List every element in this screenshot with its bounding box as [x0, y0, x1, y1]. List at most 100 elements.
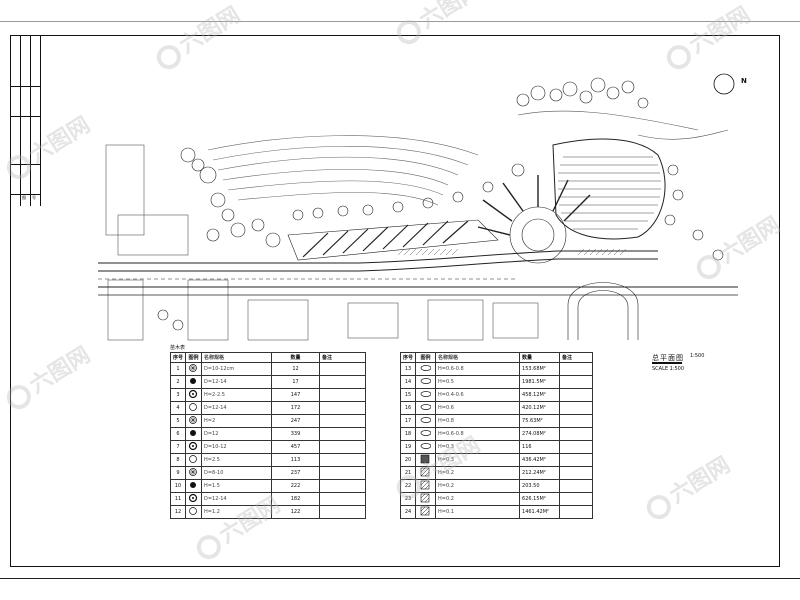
- tree-f-icon: [185, 427, 203, 442]
- remark-cell: [319, 505, 366, 520]
- spec-cell: D=12-14: [201, 401, 273, 416]
- remark-cell: [559, 453, 593, 468]
- quantity-cell: 212.24M²: [519, 466, 561, 481]
- remark-cell: [319, 427, 366, 442]
- row-number: 7: [169, 440, 187, 455]
- row-number: 4: [169, 401, 187, 416]
- tree-b-icon: [185, 375, 203, 390]
- spec-cell: H=2-2.5: [201, 388, 273, 403]
- header-cell: 备注: [559, 351, 593, 364]
- spec-cell: D=8-10: [201, 466, 273, 481]
- quantity-cell: 203.50: [519, 479, 561, 494]
- remark-cell: [319, 401, 366, 416]
- ground-e-icon: [415, 505, 437, 520]
- remark-cell: [319, 466, 366, 481]
- quantity-cell: 274.08M²: [519, 427, 561, 442]
- tree-j-icon: [185, 479, 203, 494]
- remark-cell: [559, 362, 593, 377]
- remark-cell: [559, 401, 593, 416]
- spec-cell: H=0.4-0.6: [435, 388, 521, 403]
- remark-cell: [319, 362, 366, 377]
- row-number: 13: [399, 362, 417, 377]
- tree-h-icon: [185, 453, 203, 468]
- tree-e-icon: [185, 414, 203, 429]
- quantity-cell: 222: [271, 479, 321, 494]
- spec-cell: D=10-12cm: [201, 362, 273, 377]
- header-cell: 图例: [185, 351, 203, 364]
- top-rule: [0, 21, 800, 22]
- header-cell: 图例: [415, 351, 437, 364]
- spec-cell: H=0.6-0.8: [435, 362, 521, 377]
- remark-cell: [559, 414, 593, 429]
- quantity-cell: 17: [271, 375, 321, 390]
- spec-cell: H=0.1: [435, 505, 521, 520]
- quantity-cell: 339: [271, 427, 321, 442]
- spec-cell: H=0.2: [435, 492, 521, 507]
- title-block: 图 号: [11, 36, 41, 206]
- scale-bar: [652, 362, 682, 364]
- quantity-cell: 153.68M²: [519, 362, 561, 377]
- quantity-cell: 172: [271, 401, 321, 416]
- row-number: 10: [169, 479, 187, 494]
- row-number: 16: [399, 401, 417, 416]
- remark-cell: [319, 388, 366, 403]
- remark-cell: [559, 440, 593, 455]
- spec-cell: D=12-14: [201, 375, 273, 390]
- header-cell: 名称规格: [435, 351, 521, 364]
- header-cell: 名称规格: [201, 351, 273, 364]
- spec-cell: H=2.5: [201, 453, 273, 468]
- header-cell: 序号: [399, 351, 417, 364]
- row-number: 15: [399, 388, 417, 403]
- spec-cell: D=12: [201, 427, 273, 442]
- quantity-cell: 147: [271, 388, 321, 403]
- table-header-row: 序号 图例 名称规格 数量 备注: [169, 351, 366, 364]
- scale-note: SCALE 1:500: [652, 366, 685, 372]
- north-arrow: [713, 73, 735, 95]
- shrub-f-icon: [415, 427, 437, 442]
- quantity-cell: 1461.42M²: [519, 505, 561, 520]
- site-plan-drawing: [98, 77, 738, 341]
- remark-cell: [319, 414, 366, 429]
- row-number: 8: [169, 453, 187, 468]
- remark-cell: [559, 505, 593, 520]
- remark-cell: [559, 388, 593, 403]
- remark-cell: [319, 492, 366, 507]
- bottom-rule: [0, 578, 800, 579]
- spec-cell: H=0.8: [435, 414, 521, 429]
- shrub-e-icon: [415, 414, 437, 429]
- title-block-mark: 号: [32, 195, 36, 200]
- quantity-cell: 458.12M²: [519, 388, 561, 403]
- remark-cell: [559, 466, 593, 481]
- row-number: 18: [399, 427, 417, 442]
- spec-cell: H=2: [201, 414, 273, 429]
- drawing-sheet-border: [10, 35, 780, 567]
- spec-cell: H=0.5: [435, 375, 521, 390]
- tree-k-icon: [185, 492, 203, 507]
- spec-cell: H=0.6: [435, 401, 521, 416]
- remark-cell: [559, 492, 593, 507]
- title-block-mark: 图: [22, 195, 26, 200]
- row-number: 3: [169, 388, 187, 403]
- tree-i-icon: [185, 466, 203, 481]
- tree-g-icon: [185, 440, 203, 455]
- shrub-b-icon: [415, 375, 437, 390]
- header-cell: 数量: [519, 351, 561, 364]
- quantity-cell: 122: [271, 505, 321, 520]
- row-number: 19: [399, 440, 417, 455]
- quantity-cell: 1981.5M²: [519, 375, 561, 390]
- row-number: 24: [399, 505, 417, 520]
- header-cell: 序号: [169, 351, 187, 364]
- spec-cell: H=0.2: [435, 479, 521, 494]
